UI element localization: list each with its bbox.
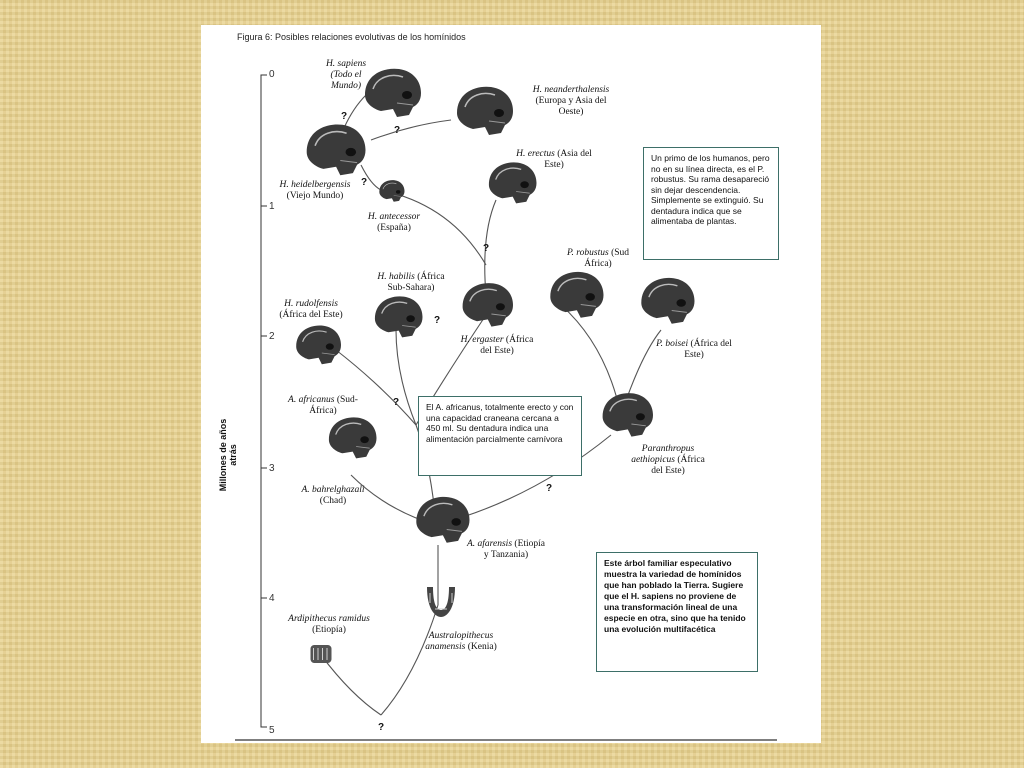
axis-tick-4: 4 [269, 593, 275, 604]
skull-heidelbergensis-icon [305, 123, 367, 176]
skull-robustus-icon [549, 271, 605, 319]
question-mark-7: ? [546, 483, 552, 494]
skull-rudolfensis-icon [295, 324, 342, 365]
note-robustus: Un primo de los humanos, pero no en su l… [643, 147, 779, 260]
label-bahrelghazali: A. bahrelghazali(Chad) [301, 485, 365, 506]
label-ramidus: Ardipithecus ramidus(Etiopía) [288, 614, 370, 635]
skull-ergaster-icon [461, 282, 514, 328]
skull-aethiopicus-icon [601, 392, 654, 438]
skull-antecessor-icon [378, 179, 405, 203]
question-mark-8: ? [378, 722, 384, 733]
label-antecessor: H. antecessor(España) [367, 212, 421, 233]
branch-africanus-habilis [395, 329, 417, 426]
branch-ergaster-erectus [484, 199, 497, 296]
axis-tick-0: 0 [269, 69, 275, 80]
teeth-ramidus-icon [310, 645, 332, 663]
jaw-anamensis-icon [426, 586, 456, 618]
skull-neanderthalensis-icon [456, 85, 514, 136]
skull-afarensis-icon [415, 496, 471, 544]
branch-heidel-antecessor [360, 164, 382, 191]
branch-anamensis [380, 604, 439, 716]
axis-tick-1: 1 [269, 201, 275, 212]
question-mark-6: ? [393, 397, 399, 408]
branch-heidel-neander [370, 119, 452, 141]
question-mark-4: ? [483, 243, 489, 254]
branch-africanus-rudolfensis [335, 349, 417, 426]
question-marks: ? ? ? ? ? ? ? ? [341, 111, 552, 733]
axis-tick-2: 2 [269, 331, 275, 342]
axis-tick-5: 5 [269, 725, 275, 736]
skull-bahrelghazali-icon [328, 416, 378, 460]
question-mark-1: ? [341, 111, 347, 122]
skull-boisei-icon [640, 277, 696, 325]
note-summary: Este árbol familiar especulativo muestra… [596, 552, 758, 672]
figure-panel: Figura 6: Posibles relaciones evolutivas… [201, 25, 821, 743]
label-africanus: A. africanus (Sud-África) [288, 395, 358, 416]
label-heidelbergensis: H. heidelbergensis(Viejo Mundo) [279, 180, 351, 201]
question-mark-2: ? [394, 125, 400, 136]
branch-ramidus [320, 654, 382, 716]
figure-title: Figura 6: Posibles relaciones evolutivas… [237, 32, 466, 42]
axis-tick-3: 3 [269, 463, 275, 474]
question-mark-5: ? [434, 315, 440, 326]
skull-habilis-icon [374, 295, 424, 339]
note-africanus: El A. africanus, totalmente erecto y con… [418, 396, 582, 476]
time-axis [260, 74, 267, 728]
label-rudolfensis: H. rudolfensis(África del Este) [279, 299, 343, 320]
question-mark-3: ? [361, 177, 367, 188]
